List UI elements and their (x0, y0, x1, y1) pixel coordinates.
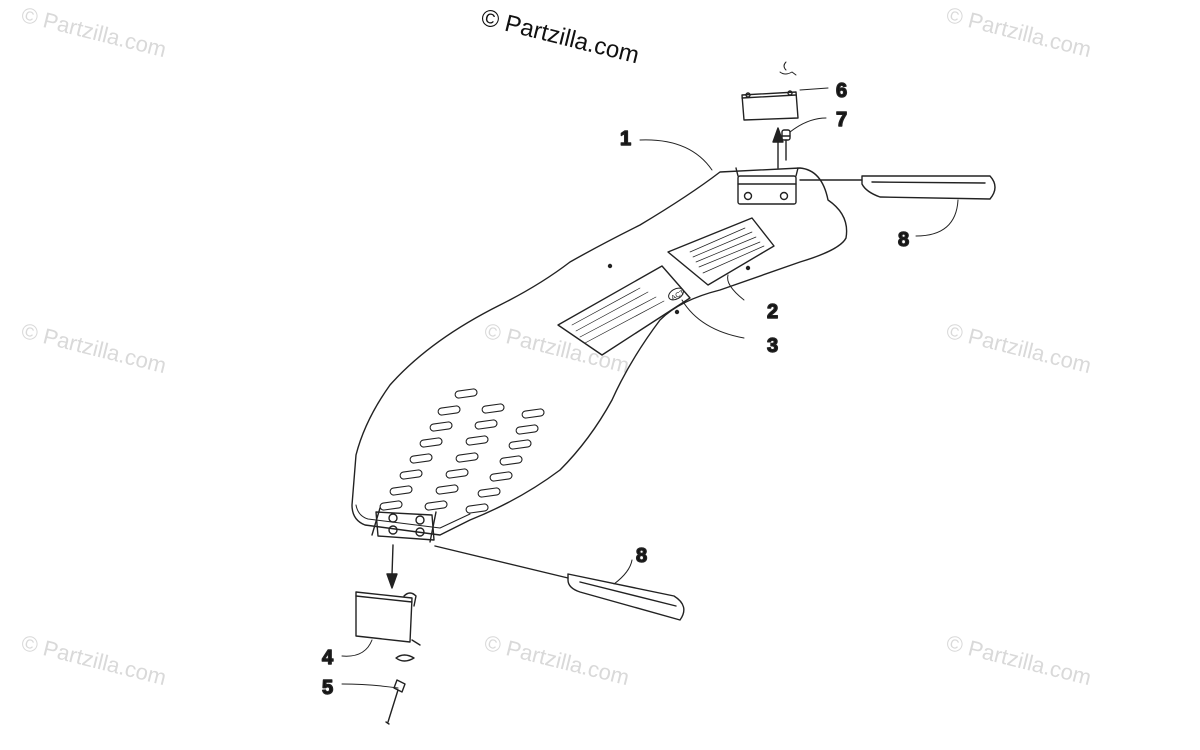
arrow-down (386, 544, 398, 589)
callout-3: 3 (767, 335, 778, 357)
callout-4: 4 (322, 647, 334, 669)
hinge-pin-lower (434, 545, 685, 621)
callout-6: 6 (836, 80, 847, 102)
leader-lines (341, 87, 959, 689)
mounting-holes (607, 263, 751, 315)
panel-body (351, 167, 848, 536)
callout-2: 2 (767, 301, 778, 323)
callout-1: 1 (620, 128, 631, 150)
top-hinge-part (741, 61, 799, 121)
hinge-top-bracket (735, 167, 799, 205)
hinge-bottom-bracket (371, 507, 437, 543)
vent-slots (379, 388, 545, 514)
info-decal: ACT (557, 265, 691, 356)
bottom-rivet (385, 679, 406, 725)
top-rivet (781, 129, 791, 161)
washer (395, 654, 415, 662)
callout-8-lower: 8 (636, 545, 647, 567)
warning-decal (667, 217, 775, 286)
callout-8-upper: 8 (898, 229, 909, 251)
bottom-hinge-part (355, 591, 421, 646)
arrow-up (772, 127, 784, 169)
callout-7: 7 (836, 109, 847, 131)
hinge-pin-upper (799, 175, 996, 200)
callout-5: 5 (322, 677, 333, 699)
